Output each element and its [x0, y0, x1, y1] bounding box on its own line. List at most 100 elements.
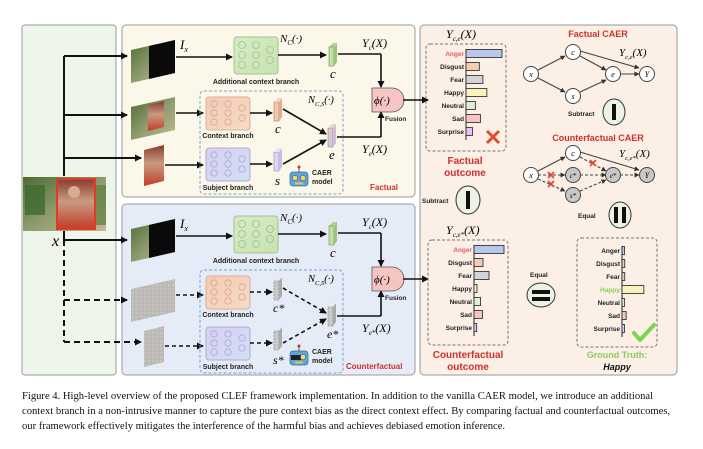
bar	[473, 271, 490, 280]
masked-context-image-cf	[131, 219, 175, 262]
subtract-label-left: Subtract	[422, 198, 449, 205]
fusion-symbol: ϕ(·)	[374, 95, 390, 107]
context-branch-label: Context branch	[202, 133, 253, 140]
node-e-star	[605, 167, 621, 183]
feature-c-ctx-label: c	[275, 121, 281, 136]
bar-label: Surprise	[438, 129, 465, 136]
masked-context-image	[131, 40, 175, 83]
node-c-cf	[565, 145, 581, 161]
null-context-image	[131, 279, 175, 322]
node-x	[523, 66, 539, 82]
counterfactual-causal-graph	[537, 151, 640, 192]
factual-outcome-caption-2: outcome	[444, 168, 486, 179]
bar-label: Anger	[445, 51, 464, 58]
net-nc-label: NC(·)	[279, 33, 302, 47]
feature-e-label: e	[329, 147, 335, 162]
bar-label: Anger	[453, 247, 472, 254]
factual-causal-graph	[537, 50, 640, 93]
equal-icon-left	[526, 282, 556, 308]
counterfactual-caer-title: Counterfactual CAER	[552, 133, 644, 143]
cut-edge-icons	[547, 159, 597, 188]
svg-text:e*: e*	[610, 172, 617, 180]
feature-s-star-label: s*	[273, 353, 284, 367]
equal-icon-right	[608, 201, 632, 229]
bar	[473, 258, 484, 267]
feature-e-fused	[327, 124, 336, 148]
input-image	[23, 177, 106, 231]
context-network-icon	[205, 96, 251, 131]
clef-framework-diagram: x Ix Additional context branch NC(·)	[21, 24, 678, 376]
node-s	[565, 88, 581, 104]
bar-label: Surprise	[594, 326, 621, 333]
counterfactual-outcome-caption-2: outcome	[447, 362, 489, 373]
bar	[465, 101, 476, 110]
fusion-node-cf	[371, 266, 405, 292]
net-nc-label-cf: NC(·)	[279, 212, 302, 226]
feature-c-context	[273, 98, 282, 122]
bar	[465, 127, 473, 136]
feature-c-star-label: c*	[273, 301, 284, 315]
bar-label: Surprise	[446, 325, 473, 332]
svg-text:e: e	[611, 70, 615, 79]
subject-image	[144, 145, 164, 186]
bar	[621, 285, 645, 294]
counterfactual-graph-output-label: Yc,e*(X)	[619, 148, 650, 162]
factual-graph-nodes: x c s e Y	[523, 44, 655, 104]
node-y	[639, 66, 655, 82]
caer-model-label-cf-2: model	[312, 358, 333, 365]
svg-text:x: x	[528, 171, 533, 180]
null-subject-image	[144, 326, 164, 367]
feature-e-star-label: e*	[327, 327, 338, 341]
subject-network-icon-cf	[205, 326, 251, 361]
node-y-cf	[639, 167, 655, 183]
factual-panel-label: Factual	[370, 183, 398, 192]
ground-truth-label: Ground Truth:	[587, 350, 648, 360]
node-x-cf	[523, 167, 539, 183]
svg-text:c: c	[571, 48, 575, 57]
node-s-star	[565, 187, 581, 203]
feature-c-label: c	[330, 66, 336, 81]
svg-text:Y: Y	[645, 171, 651, 180]
bar	[465, 88, 488, 97]
counterfactual-outcome-caption: Counterfactual	[433, 350, 504, 361]
additional-branch-label-cf: Additional context branch	[213, 258, 299, 265]
net-ncs-label-cf: NC,S(·)	[307, 274, 334, 287]
bar-label: Sad	[608, 313, 620, 320]
bar-label: Neutral	[450, 299, 473, 306]
counterfactual-panel-label: Counterfactual	[346, 362, 402, 371]
output-yc-label: Yc(X)	[362, 36, 387, 52]
subtract-icon-right	[602, 98, 626, 126]
bar-label: Disgust	[448, 260, 473, 267]
fusion-label-cf: Fusion	[385, 295, 406, 302]
feature-s-label: s	[275, 173, 280, 188]
feature-c-label-cf: c	[330, 245, 336, 260]
robot-icon	[289, 165, 309, 187]
bar	[465, 75, 484, 84]
bar	[621, 311, 627, 320]
context-network-icon-cf	[205, 275, 251, 310]
svg-text:Y: Y	[645, 70, 651, 79]
factual-outcome-title: Yc,e(X)	[446, 27, 476, 43]
fusion-symbol-cf: ϕ(·)	[374, 274, 390, 286]
feature-c-additional	[328, 43, 337, 67]
bar	[473, 310, 483, 319]
bar	[621, 272, 626, 281]
robot-icon-cf	[289, 344, 309, 366]
bar	[621, 246, 625, 255]
bar-label: Fear	[458, 273, 472, 280]
output-ye-star-label: Ye*(X)	[362, 321, 391, 337]
bar	[473, 297, 481, 306]
net-ncs-label: NC,S(·)	[307, 95, 334, 108]
factual-outcome-box	[425, 43, 507, 152]
ground-truth-value: Happy	[603, 362, 632, 372]
bar-label: Anger	[601, 248, 620, 255]
bar-label: Neutral	[442, 103, 465, 110]
equal-label-right: Equal	[578, 213, 596, 220]
bar-label: Disgust	[596, 261, 621, 268]
additional-branch-label: Additional context branch	[213, 79, 299, 86]
counterfactual-outcome-title: Yc,e*(X)	[446, 223, 479, 239]
caer-model-label-2: model	[312, 179, 333, 186]
feature-s-subject	[273, 148, 282, 172]
bar	[465, 62, 480, 71]
